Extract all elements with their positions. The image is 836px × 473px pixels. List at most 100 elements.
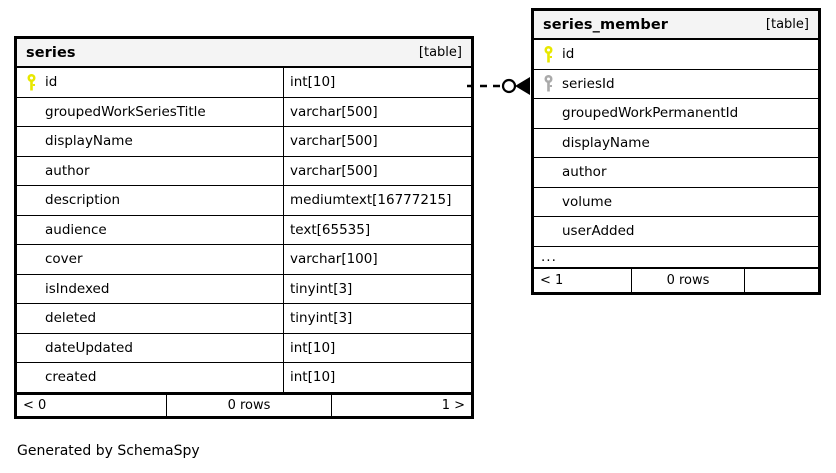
key-spacer: [541, 104, 562, 122]
column-name-cell: userAdded: [534, 217, 818, 246]
column-name-cell: author: [17, 157, 283, 186]
primary-key-icon: [24, 73, 45, 91]
column-type-cell: text[65535]: [283, 215, 471, 244]
column-name-cell: isIndexed: [17, 275, 283, 304]
table-series-header: series [table]: [17, 39, 471, 68]
table-row[interactable]: groupedWorkSeriesTitle varchar[500]: [17, 97, 471, 127]
column-name-cell: created: [17, 363, 283, 392]
column-name-text: created: [45, 369, 97, 386]
column-name-text: userAdded: [562, 223, 635, 240]
table-row[interactable]: audience text[65535]: [17, 215, 471, 245]
primary-key-icon: [541, 45, 562, 63]
table-row[interactable]: displayName: [534, 129, 818, 158]
table-row[interactable]: isIndexed tinyint[3]: [17, 274, 471, 304]
column-name-cell: id: [17, 68, 283, 97]
column-name-text: cover: [45, 251, 83, 268]
table-row[interactable]: created int[10]: [17, 363, 471, 393]
column-name-text: volume: [562, 193, 613, 210]
table-series-member-tag: [table]: [765, 17, 809, 32]
table-row[interactable]: description mediumtext[16777215]: [17, 186, 471, 216]
prev-page-button[interactable]: < 0: [23, 397, 47, 413]
table-row[interactable]: id: [534, 40, 818, 70]
key-spacer: [24, 368, 45, 386]
column-name-cell: dateUpdated: [17, 334, 283, 363]
table-series-member-title: series_member: [543, 16, 669, 33]
table-series-member-header: series_member [table]: [534, 11, 818, 40]
key-spacer: [541, 163, 562, 181]
table-series-member-footer: < 1 0 rows: [534, 268, 818, 292]
column-type-cell: varchar[100]: [283, 245, 471, 274]
column-name-cell: volume: [534, 188, 818, 217]
table-series[interactable]: series [table] id int[10]: [14, 36, 474, 419]
key-spacer: [24, 132, 45, 150]
column-name-cell: displayName: [534, 129, 818, 158]
key-spacer: [24, 103, 45, 121]
relationship-connector-series-to-series-member: [466, 68, 546, 104]
column-type-cell: tinyint[3]: [283, 304, 471, 333]
table-series-member[interactable]: series_member [table] id: [531, 8, 821, 295]
column-name-text: audience: [45, 221, 107, 238]
table-row[interactable]: cover varchar[100]: [17, 245, 471, 275]
row-count-label: 0 rows: [631, 268, 744, 292]
table-row[interactable]: author varchar[500]: [17, 156, 471, 186]
column-name-cell: audience: [17, 216, 283, 245]
next-page-button[interactable]: 1 >: [331, 394, 471, 416]
column-name-text: dateUpdated: [45, 339, 133, 356]
key-spacer: [24, 339, 45, 357]
table-series-footer: < 0 0 rows 1 >: [17, 392, 471, 416]
table-row[interactable]: userAdded: [534, 217, 818, 247]
column-name-text: isIndexed: [45, 280, 110, 297]
table-series-title: series: [26, 44, 76, 61]
foreign-key-icon: [541, 75, 562, 93]
column-name-cell: deleted: [17, 304, 283, 333]
column-name-text: author: [45, 162, 90, 179]
key-spacer: [24, 191, 45, 209]
table-row[interactable]: dateUpdated int[10]: [17, 333, 471, 363]
column-type-cell: varchar[500]: [283, 156, 471, 185]
key-spacer: [24, 280, 45, 298]
column-name-cell: groupedWorkPermanentId: [534, 99, 818, 128]
column-type-cell: int[10]: [283, 363, 471, 392]
table-series-tag: [table]: [418, 45, 462, 60]
column-name-cell: seriesId: [534, 70, 818, 99]
table-row[interactable]: seriesId: [534, 70, 818, 99]
column-name-cell: id: [534, 40, 818, 69]
column-name-text: groupedWorkPermanentId: [562, 105, 739, 122]
key-spacer: [541, 134, 562, 152]
column-name-cell: description: [17, 186, 283, 215]
prev-page-button[interactable]: < 1: [540, 272, 564, 288]
table-row[interactable]: volume: [534, 188, 818, 217]
table-row[interactable]: groupedWorkPermanentId: [534, 99, 818, 129]
column-name-cell: displayName: [17, 127, 283, 156]
generated-by-caption: Generated by SchemaSpy: [17, 443, 200, 459]
table-row[interactable]: author: [534, 158, 818, 188]
table-row[interactable]: deleted tinyint[3]: [17, 304, 471, 334]
column-type-cell: tinyint[3]: [283, 274, 471, 303]
key-spacer: [24, 250, 45, 268]
column-name-text: id: [45, 74, 58, 91]
key-spacer: [24, 162, 45, 180]
column-type-cell: int[10]: [283, 68, 471, 97]
key-spacer: [24, 309, 45, 327]
table-row[interactable]: id int[10]: [17, 68, 471, 98]
column-name-text: id: [562, 46, 575, 63]
column-name-text: author: [562, 164, 607, 181]
column-name-text: groupedWorkSeriesTitle: [45, 103, 206, 120]
key-spacer: [541, 193, 562, 211]
table-row[interactable]: displayName varchar[500]: [17, 127, 471, 157]
column-name-text: displayName: [45, 133, 133, 150]
column-name-text: deleted: [45, 310, 97, 327]
column-name-cell: groupedWorkSeriesTitle: [17, 98, 283, 127]
row-count-label: 0 rows: [166, 394, 331, 416]
column-type-cell: mediumtext[16777215]: [283, 186, 471, 215]
column-name-text: displayName: [562, 134, 650, 151]
key-spacer: [24, 221, 45, 239]
next-page-button[interactable]: [744, 268, 818, 292]
column-type-cell: int[10]: [283, 333, 471, 362]
column-type-cell: varchar[500]: [283, 97, 471, 126]
column-name-cell: cover: [17, 245, 283, 274]
column-type-cell: varchar[500]: [283, 127, 471, 156]
key-spacer: [541, 222, 562, 240]
column-name-cell: author: [534, 158, 818, 187]
